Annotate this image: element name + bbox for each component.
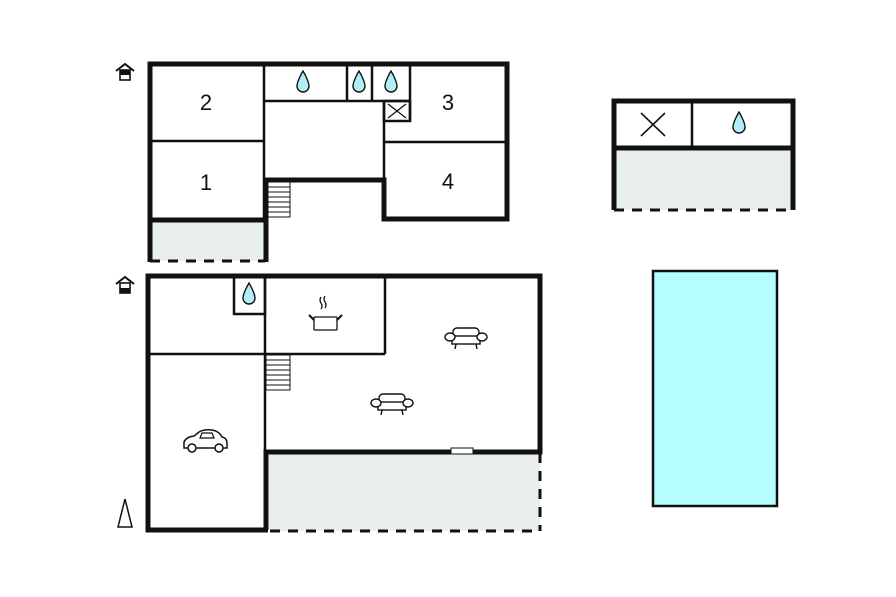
ground-floor [115, 273, 543, 533]
x-icon [640, 112, 666, 137]
bathroom-drop-icon [296, 70, 310, 93]
floor-ground-icon [115, 275, 135, 294]
annex-terrace [614, 150, 793, 210]
balcony-terrace [150, 221, 265, 261]
room-label-2: 2 [200, 90, 212, 115]
patio-door [450, 447, 474, 455]
stairs-icon [266, 181, 291, 218]
kitchen-pot-icon [308, 295, 343, 331]
room-label-1: 1 [200, 170, 212, 195]
upper-interior-walls [150, 64, 507, 220]
toilet-drop-icon [352, 70, 366, 93]
sofa-icon [444, 327, 488, 350]
bathroom-drop-icon [242, 282, 256, 305]
room-label-4: 4 [442, 169, 454, 194]
shower-drop-icon [384, 70, 398, 93]
sofa-icon [370, 393, 414, 416]
stairs-icon [265, 354, 291, 391]
north-arrow-icon [117, 498, 133, 528]
water-drop-icon [732, 111, 746, 134]
annex-building [611, 98, 796, 212]
ground-interior-walls [148, 274, 387, 452]
floor-upper-icon [115, 62, 135, 81]
annex-wall [611, 98, 796, 210]
swimming-pool [651, 269, 779, 508]
upper-outer-wall [147, 61, 510, 262]
car-icon [183, 429, 228, 453]
ground-terrace [269, 453, 540, 531]
chimney-x-icon [387, 103, 407, 119]
upper-floor: 2 1 3 4 [115, 61, 510, 263]
room-label-3: 3 [442, 90, 454, 115]
